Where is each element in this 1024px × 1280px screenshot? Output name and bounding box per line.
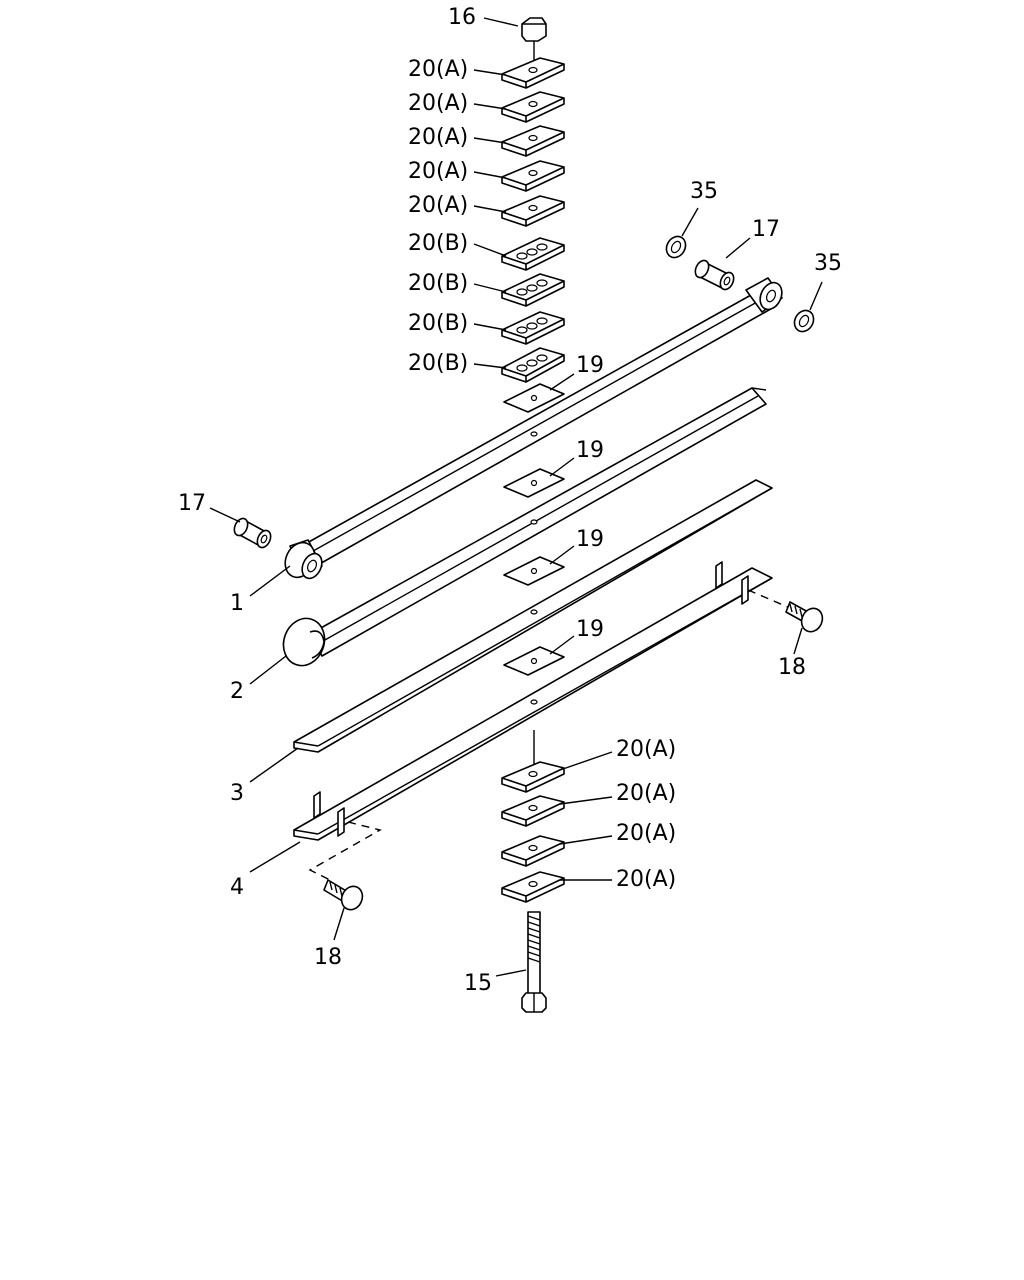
label-plate-a: 20(A): [616, 781, 676, 806]
pad: [503, 468, 565, 498]
label-center-bolt: 15: [464, 971, 492, 996]
label-plate-a: 20(A): [616, 821, 676, 846]
label-bushing: 17: [752, 217, 780, 242]
label-pad: 19: [576, 527, 604, 552]
label-leaf-4: 4: [230, 875, 244, 900]
label-plate-b: 20(B): [408, 271, 468, 296]
label-plate-a: 20(A): [408, 91, 468, 116]
leader-leaf-2: [249, 655, 287, 685]
label-plate-a: 20(A): [408, 193, 468, 218]
leader-nut: [483, 17, 519, 27]
label-leaf-1: 1: [230, 591, 244, 616]
label-plate-b: 20(B): [408, 231, 468, 256]
plate-a: [501, 871, 565, 903]
plate-a: [501, 125, 565, 157]
leaders-plate-a-top: [473, 69, 507, 213]
plate-a: [501, 57, 565, 89]
plate-b: [501, 347, 565, 383]
plate-a: [501, 835, 565, 867]
plate-a: [501, 761, 565, 793]
bushing: [694, 259, 735, 291]
plate-a-stack-top: [501, 57, 565, 227]
leader-bushing: [209, 507, 241, 523]
label-nut: 16: [448, 5, 476, 30]
leaders-pad: [549, 373, 575, 655]
label-leaf-3: 3: [230, 781, 244, 806]
label-pad: 19: [576, 353, 604, 378]
leader-clip-bolt: [333, 907, 345, 941]
label-plate-a: 20(A): [616, 737, 676, 762]
label-leaf-2: 2: [230, 679, 244, 704]
clip-bolt: [785, 601, 824, 633]
label-pad: 19: [576, 617, 604, 642]
assembly-line: [747, 589, 791, 609]
label-clip-bolt: 18: [314, 945, 342, 970]
leader-washer: [681, 207, 699, 237]
label-washer: 35: [690, 179, 718, 204]
label-plate-a: 20(A): [408, 125, 468, 150]
leader-leaf-3: [249, 747, 299, 783]
leader-leaf-4: [249, 841, 301, 873]
leaf-2: [282, 387, 767, 667]
leaders-plate-b: [473, 243, 507, 369]
clip-bolt: [323, 879, 364, 911]
pad: [503, 556, 565, 586]
plate-a: [501, 195, 565, 227]
label-pad: 19: [576, 438, 604, 463]
plate-b-stack: [501, 237, 565, 383]
plate-a-stack-bottom: [501, 761, 565, 903]
leader-center-bolt: [495, 969, 527, 977]
label-plate-a: 20(A): [408, 159, 468, 184]
leaders-plate-a-bottom: [559, 751, 613, 881]
washer: [793, 309, 815, 333]
label-clip-bolt: 18: [778, 655, 806, 680]
plate-a: [501, 795, 565, 827]
bushing: [233, 517, 272, 549]
washer: [665, 235, 687, 259]
leader-washer: [809, 281, 823, 311]
pad: [503, 383, 565, 413]
plate-b: [501, 273, 565, 307]
leader-leaf-1: [249, 565, 291, 597]
assembly-line: [308, 821, 382, 881]
leaf-3: [293, 479, 773, 753]
leaf-4: [293, 561, 773, 841]
plate-a: [501, 160, 565, 192]
leader-clip-bolt: [793, 627, 803, 655]
plate-b: [501, 311, 565, 345]
leaf-1: [284, 277, 783, 580]
label-plate-b: 20(B): [408, 311, 468, 336]
leader-bushing: [725, 237, 751, 259]
plate-a: [501, 91, 565, 123]
label-plate-b: 20(B): [408, 351, 468, 376]
label-plate-a: 20(A): [616, 867, 676, 892]
center-bolt: [521, 911, 547, 1013]
label-bushing: 17: [178, 491, 206, 516]
plate-b: [501, 237, 565, 271]
label-plate-a: 20(A): [408, 57, 468, 82]
pad: [503, 646, 565, 676]
label-washer: 35: [814, 251, 842, 276]
